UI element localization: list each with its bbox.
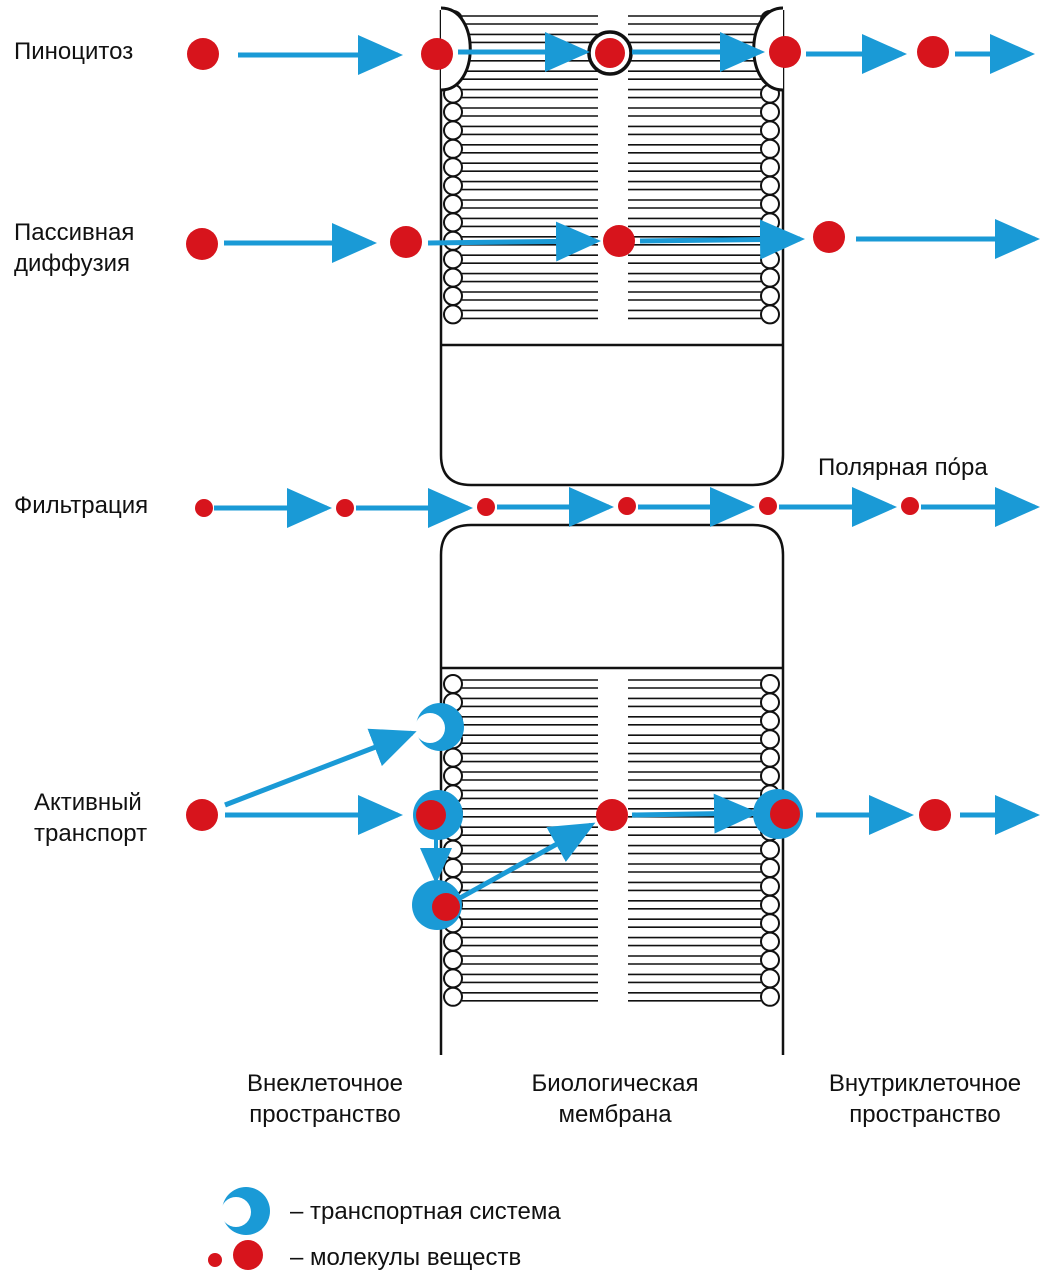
arrow [427,221,601,262]
legend-graphics [208,1187,270,1270]
lipid-head [443,858,463,878]
molecule [477,498,495,516]
lipid-head [760,766,780,786]
molecule [187,38,219,70]
lipid-head [760,729,780,750]
label-intracellular-space: Внутриклеточное пространство [828,1070,1022,1128]
label-active-transport: Активный транспорт [34,789,148,847]
active-transport-row [186,703,1040,930]
lipid-head [443,194,463,214]
molecule [421,38,453,70]
arrow [631,793,759,834]
lipid-head [760,858,780,878]
lipid-head [760,249,780,270]
lipid-head [760,913,780,934]
lipid-head [760,931,780,952]
molecule [770,799,800,829]
label-extracellular-space: Внеклеточное пространство [247,1070,403,1128]
molecule [596,799,628,831]
lipid-head [760,286,780,306]
molecule [769,36,801,68]
molecule [195,499,213,517]
lipid-head [443,968,463,989]
lipid-head [760,138,780,159]
filtration-row [195,487,1040,528]
lipid-head [760,950,780,970]
molecule [336,499,354,517]
molecule [759,497,777,515]
upper-membrane-block [439,10,785,487]
arrow [224,728,417,808]
molecule [603,225,635,257]
lipid-head [443,267,463,288]
molecule [917,36,949,68]
lipid-head [760,674,780,694]
lipid-head [760,876,780,897]
molecule [618,497,636,515]
molecule [901,497,919,515]
lipid-head [443,157,463,178]
legend-molecule-large [233,1240,263,1270]
membrane-midline-gap-lower [598,671,628,1023]
lipid-head [760,212,780,233]
lipid-head [443,304,463,325]
lipid-head [443,138,463,159]
label-filtration: Фильтрация [14,492,149,519]
arrow [458,822,596,901]
lipid-head [443,175,463,196]
pinocytosis-row [187,6,1035,92]
lipid-head [760,175,780,196]
label-passive-diffusion: Пассивная диффузия [14,219,135,277]
lower-membrane-block [439,523,785,1055]
label-polar-pore: Полярная по́ра [818,454,988,481]
lipid-head [443,986,463,1007]
lipid-head [760,102,780,122]
lipid-head [443,766,463,786]
molecule [595,38,625,68]
lipid-head [760,710,780,731]
lipid-head [443,102,463,122]
lipid-head [443,950,463,970]
molecule [432,893,460,921]
label-pinocytosis: Пиноцитоз [14,38,134,65]
lipid-head [443,120,463,141]
lipid-head [443,286,463,306]
legend-transport-system-text: – транспортная система [290,1198,561,1225]
legend-molecules-text: – молекулы веществ [290,1244,522,1271]
lipid-head [760,120,780,141]
lipid-head [443,674,463,694]
molecule [186,228,218,260]
lipid-head [760,968,780,989]
passive-diffusion-row [186,219,1040,263]
lipid-head [760,194,780,214]
legend-transport-icon-cavity [221,1197,251,1227]
molecule [390,226,422,258]
lipid-head [760,692,780,713]
lipid-head [443,839,463,860]
label-biological-membrane: Биологическая мембрана [531,1070,699,1128]
lipid-head [443,931,463,952]
molecule [813,221,845,253]
legend-molecule-small [208,1253,222,1267]
lipid-head [760,304,780,325]
molecule [186,799,218,831]
lipid-head [443,212,463,233]
lipid-head [760,747,780,768]
lipid-head [760,894,780,915]
lipid-head [760,839,780,860]
lipid-head [760,267,780,288]
lipid-head [443,747,463,768]
arrow [639,219,805,260]
lipid-head [443,249,463,270]
lipid-head [760,157,780,178]
lipid-head [760,986,780,1007]
molecule [919,799,951,831]
molecule [416,800,446,830]
transport-carrier-cavity [415,713,445,743]
pinocytic-vesicle-in [440,6,472,92]
